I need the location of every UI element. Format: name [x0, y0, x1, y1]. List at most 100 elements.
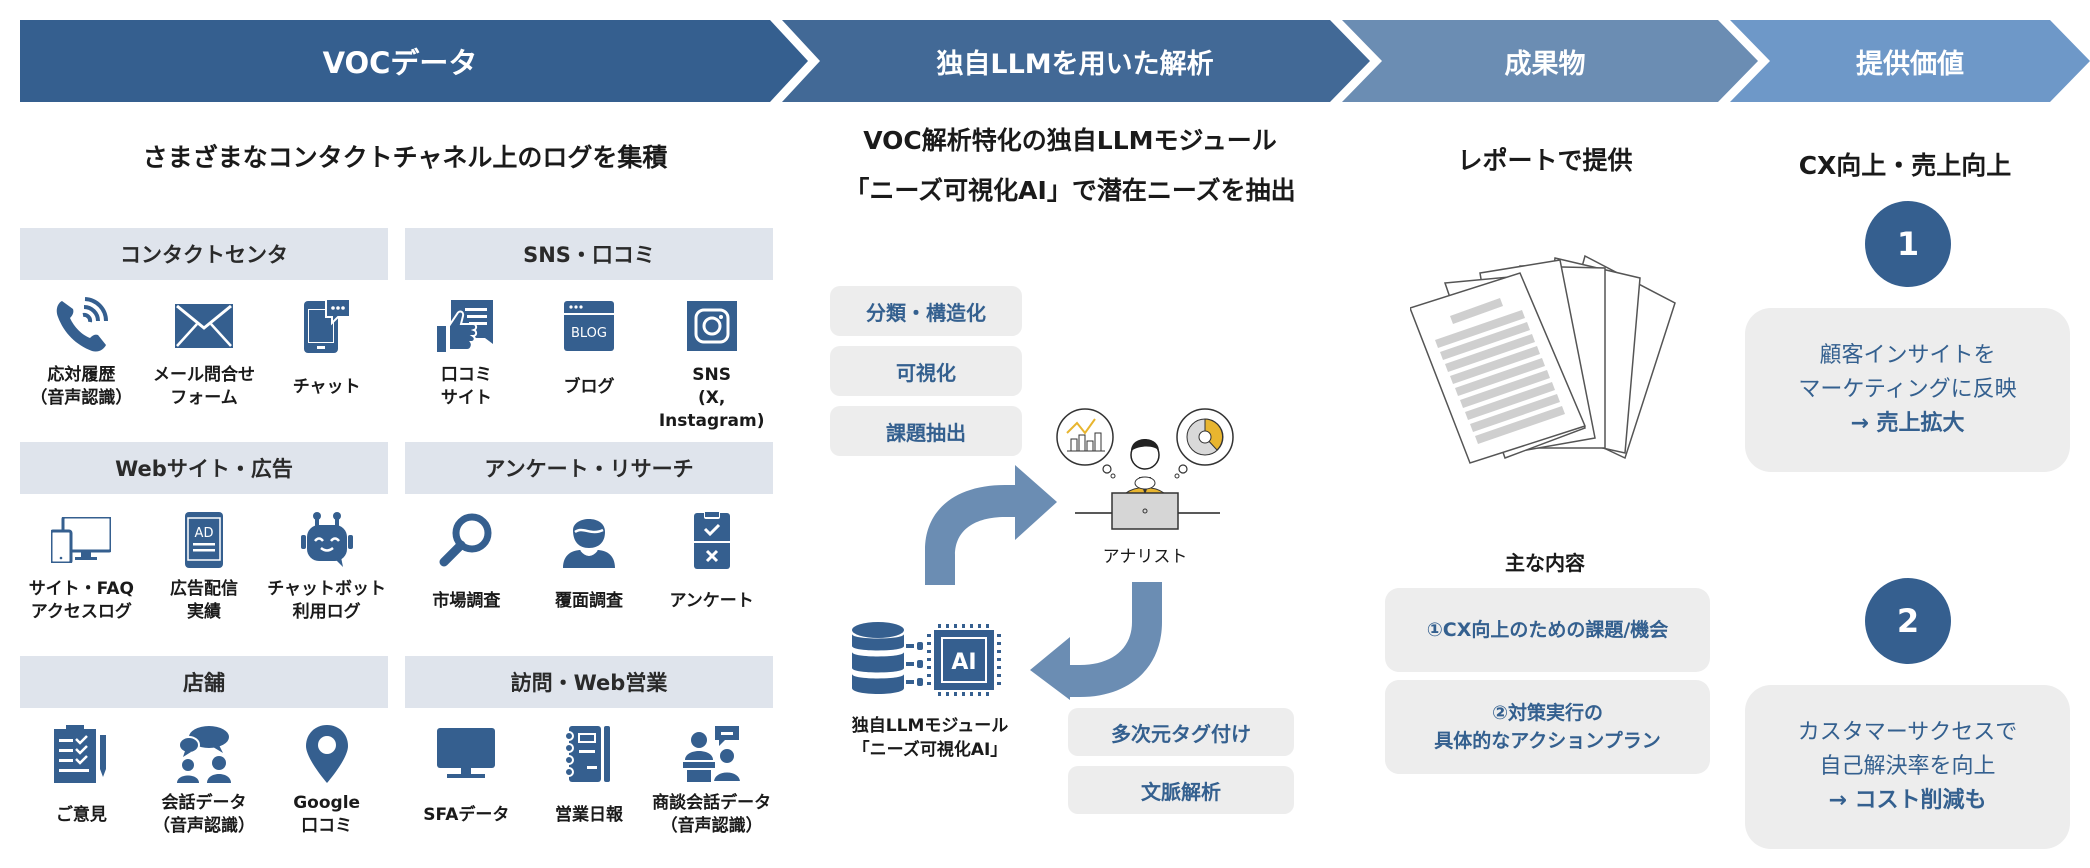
chevron-step-2: [782, 20, 1370, 102]
category-web-ads: Webサイト・広告 サイト・FAQ アクセスログ AD 広告配信 実績 チャット…: [20, 442, 388, 624]
analyst-label: アナリスト: [1102, 547, 1188, 567]
value-card-1: 顧客インサイトを マーケティングに反映 → 売上拡大: [1745, 308, 2070, 472]
llm-module-label-line1: 独自LLMモジュール: [851, 716, 1009, 736]
monitor-icon: [436, 724, 496, 784]
survey-clipboard-icon: [682, 510, 742, 570]
chat-phone-icon: [297, 296, 357, 356]
source-item[interactable]: BLOG ブログ: [529, 296, 649, 433]
source-item[interactable]: SNS (X, Instagram): [652, 296, 772, 433]
chevron-step-3: [1342, 20, 1758, 102]
meeting-icon: [682, 724, 742, 784]
value-card-2-line1: カスタマーサクセスで: [1797, 720, 2018, 745]
source-item[interactable]: 商談会話データ （音声認識）: [652, 724, 772, 838]
voc-subtitle: さまざまなコンタクトチャネル上のログを集積: [142, 143, 668, 172]
source-item[interactable]: 営業日報: [529, 724, 649, 838]
step-label-voc: VOCデータ: [322, 46, 478, 80]
category-title: 訪問・Web営業: [405, 656, 773, 708]
report-content-1: ①CX向上のための課題/機会: [1385, 588, 1710, 672]
source-label: SNS (X, Instagram): [658, 365, 765, 431]
source-label: ブログ: [563, 376, 615, 397]
chatbot-icon: [297, 510, 357, 570]
map-pin-icon: [297, 724, 357, 784]
analysis-pill-classification: 分類・構造化: [830, 286, 1022, 336]
step-label-deliverable: 成果物: [1504, 48, 1586, 80]
category-sales: 訪問・Web営業 SFAデータ 営業日報 商談会話データ （音声認識）: [405, 656, 773, 838]
source-item[interactable]: 口コミ サイト: [406, 296, 526, 433]
analysis-pill-context: 文脈解析: [1068, 766, 1294, 814]
source-label: 市場調査: [432, 590, 501, 611]
source-item[interactable]: 応対履歴 （音声認識）: [21, 296, 141, 410]
svg-text:BLOG: BLOG: [571, 326, 607, 341]
source-item[interactable]: 市場調査: [406, 510, 526, 624]
step-label-value: 提供価値: [1856, 48, 1964, 80]
category-title: アンケート・リサーチ: [405, 442, 773, 494]
arrow-to-module-icon: [1030, 582, 1162, 700]
svg-text:AD: AD: [195, 526, 214, 541]
source-item[interactable]: 覆面調査: [529, 510, 649, 624]
analysis-subtitle-line2: 「ニーズ可視化AI」で潜在ニーズを抽出: [844, 176, 1296, 205]
ad-icon: AD: [174, 510, 234, 570]
chevron-shapes: [20, 20, 2090, 102]
magnifier-icon: [436, 510, 496, 570]
value-number-1: 1: [1865, 201, 1951, 287]
source-item[interactable]: Google 口コミ: [267, 724, 387, 838]
source-item[interactable]: チャット: [267, 296, 387, 410]
svg-text:AI: AI: [951, 650, 976, 675]
arrow-to-analyst-icon: [925, 465, 1057, 585]
report-content-2: ②対策実行の 具体的なアクションプラン: [1385, 680, 1710, 774]
source-item[interactable]: チャットボット 利用ログ: [267, 510, 387, 624]
analysis-pill-tagging: 多次元タグ付け: [1068, 708, 1294, 756]
source-label: 応対履歴 （音声認識）: [30, 365, 133, 408]
category-store: 店舗 ご意見 会話データ （音声認識） Google 口コミ: [20, 656, 388, 838]
category-sns-reviews: SNS・口コミ 口コミ サイト BLOG ブログ SNS (X, Instagr…: [405, 228, 773, 433]
process-header: VOCデータ 独自LLMを用いた解析 成果物 提供価値: [20, 20, 2090, 102]
source-item[interactable]: ご意見: [21, 724, 141, 838]
blog-icon: BLOG: [559, 296, 619, 356]
source-label: SFAデータ: [423, 804, 510, 825]
llm-module-label: 独自LLMモジュール 「ニーズ可視化AI」: [830, 714, 1030, 762]
value-card-1-line2: マーケティングに反映: [1798, 377, 2017, 402]
source-label: 営業日報: [554, 804, 623, 825]
analysis-pill-visualization: 可視化: [830, 346, 1022, 396]
source-item[interactable]: メール問合せ フォーム: [144, 296, 264, 410]
category-title: Webサイト・広告: [20, 442, 388, 494]
source-label: Google 口コミ: [293, 793, 361, 836]
category-title: コンタクトセンタ: [20, 228, 388, 280]
analysis-subtitle-line1: VOC解析特化の独自LLMモジュール: [863, 126, 1277, 155]
value-card-2-line2: 自己解決率を向上: [1819, 754, 1996, 779]
value-card-1-result: → 売上拡大: [1850, 411, 1965, 436]
source-label: ご意見: [55, 804, 107, 825]
deliverable-subtitle: レポートで提供: [1457, 146, 1633, 175]
notebook-icon: [559, 724, 619, 784]
value-number-2: 2: [1865, 578, 1951, 664]
value-subtitle: CX向上・売上向上: [1798, 151, 2012, 180]
person-icon: [559, 510, 619, 570]
chevron-step-1: [20, 20, 808, 102]
source-item[interactable]: SFAデータ: [406, 724, 526, 838]
analyst-illustration: [1055, 405, 1235, 545]
source-label: チャットボット 利用ログ: [267, 579, 387, 622]
category-contact-center: コンタクトセンタ 応対履歴 （音声認識） メール問合せ フォーム チャット: [20, 228, 388, 410]
category-survey-research: アンケート・リサーチ 市場調査 覆面調査 アンケート: [405, 442, 773, 624]
value-card-2: カスタマーサクセスで 自己解決率を向上 → コスト削減も: [1745, 685, 2070, 849]
source-item[interactable]: 会話データ （音声認識）: [144, 724, 264, 838]
source-label: サイト・FAQ アクセスログ: [28, 579, 134, 622]
report-documents-icon: [1409, 248, 1690, 478]
source-label: 覆面調査: [554, 590, 623, 611]
analysis-pill-issue-extraction: 課題抽出: [830, 406, 1022, 456]
thumbs-up-review-icon: [436, 296, 496, 356]
source-label: チャット: [292, 376, 361, 397]
llm-module-label-line2: 「ニーズ可視化AI」: [852, 740, 1008, 760]
value-card-2-result: → コスト削減も: [1828, 788, 1987, 813]
conversation-icon: [174, 724, 234, 784]
value-card-1-line1: 顧客インサイトを: [1819, 343, 1996, 368]
source-item[interactable]: アンケート: [652, 510, 772, 624]
source-item[interactable]: AD 広告配信 実績: [144, 510, 264, 624]
source-label: アンケート: [669, 590, 754, 611]
source-label: 広告配信 実績: [169, 579, 238, 622]
source-label: メール問合せ フォーム: [152, 365, 255, 408]
phone-icon: [51, 296, 111, 356]
step-label-analysis: 独自LLMを用いた解析: [936, 48, 1214, 80]
category-title: SNS・口コミ: [405, 228, 773, 280]
source-item[interactable]: サイト・FAQ アクセスログ: [21, 510, 141, 624]
